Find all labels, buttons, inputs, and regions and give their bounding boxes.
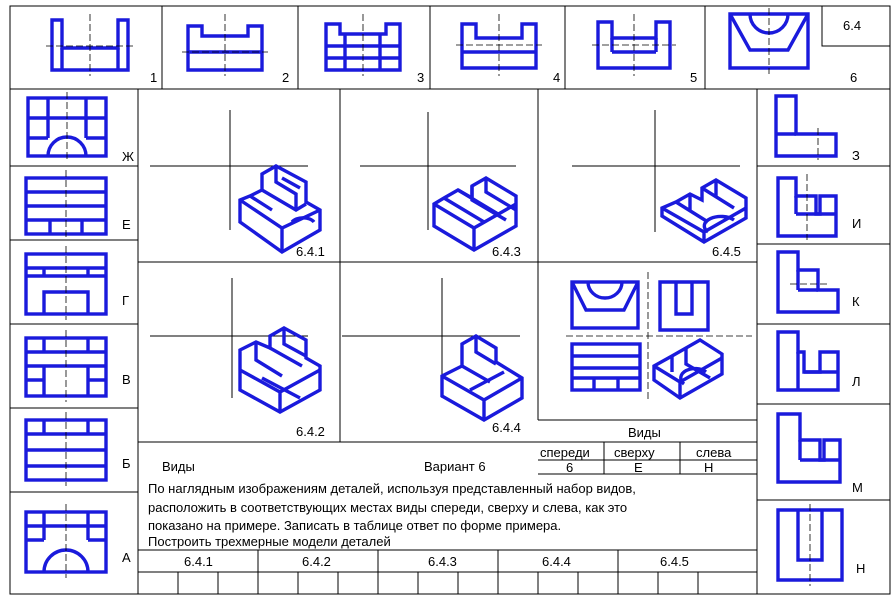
caption-variant: Вариант 6 <box>424 459 486 474</box>
view-m-label: М <box>852 480 863 495</box>
view-n-label: Н <box>856 561 865 576</box>
view-a-label: А <box>122 550 131 565</box>
view-3-label: 3 <box>417 70 424 85</box>
view-5-label: 5 <box>690 70 697 85</box>
view-g <box>24 246 108 320</box>
part-6-4-5 <box>660 178 748 244</box>
sheet-frame <box>9 5 891 595</box>
view-k <box>776 250 840 314</box>
example-views <box>566 272 752 402</box>
part-6-4-3 <box>432 176 518 252</box>
example-value-top: Е <box>634 460 643 475</box>
view-6-label: 6 <box>850 70 857 85</box>
view-n <box>776 504 844 586</box>
example-header-front: спереди <box>540 445 590 460</box>
view-l <box>776 330 840 392</box>
instruction-line-3: показано на примере. Записать в таблице … <box>148 518 561 533</box>
view-4 <box>456 14 542 76</box>
view-e <box>24 170 108 238</box>
view-4-label: 4 <box>553 70 560 85</box>
axes-641 <box>150 110 308 230</box>
part-label-641: 6.4.1 <box>296 244 325 259</box>
caption-views: Виды <box>162 459 195 474</box>
part-label-645: 6.4.5 <box>712 244 741 259</box>
view-z-label: З <box>852 148 860 163</box>
example-table <box>538 419 757 475</box>
view-b <box>24 412 108 486</box>
axes-645 <box>572 110 740 232</box>
view-5 <box>592 14 676 76</box>
sheet-number: 6.4 <box>843 18 861 33</box>
answer-header-642: 6.4.2 <box>302 554 331 569</box>
view-m <box>776 412 842 484</box>
view-2 <box>182 14 268 76</box>
view-v-label: В <box>122 372 131 387</box>
view-z <box>774 94 838 160</box>
example-header-top: сверху <box>614 445 655 460</box>
example-header-left: слева <box>696 445 732 460</box>
example-table-title: Виды <box>628 425 661 440</box>
view-i-label: И <box>852 216 861 231</box>
view-a <box>24 504 108 578</box>
axes-644 <box>342 278 520 398</box>
view-g-label: Г <box>122 293 129 308</box>
view-e-label: Е <box>122 217 131 232</box>
part-6-4-1 <box>238 164 322 255</box>
part-6-4-4 <box>440 334 524 422</box>
view-l-label: Л <box>852 374 861 389</box>
instruction-line-4: Построить трехмерные модели деталей <box>148 534 391 549</box>
view-6 <box>728 8 810 74</box>
instruction-line-1: По наглядным изображениям деталей, испол… <box>148 481 636 496</box>
view-v <box>24 330 108 402</box>
answer-header-644: 6.4.4 <box>542 554 571 569</box>
example-value-front: 6 <box>566 460 573 475</box>
instruction-line-2: расположить в соответствующих местах вид… <box>148 500 627 515</box>
view-1-label: 1 <box>150 70 157 85</box>
part-label-642: 6.4.2 <box>296 424 325 439</box>
view-b-label: Б <box>122 456 131 471</box>
view-zh <box>26 92 108 162</box>
answer-header-641: 6.4.1 <box>184 554 213 569</box>
part-label-643: 6.4.3 <box>492 244 521 259</box>
answer-header-645: 6.4.5 <box>660 554 689 569</box>
part-label-644: 6.4.4 <box>492 420 521 435</box>
axes-642 <box>150 278 308 398</box>
view-i <box>776 174 838 240</box>
view-zh-label: Ж <box>122 149 134 164</box>
view-1 <box>46 14 134 76</box>
part-6-4-2 <box>238 326 322 414</box>
view-k-label: К <box>852 294 860 309</box>
view-2-label: 2 <box>282 70 289 85</box>
sheet-number-box <box>821 5 891 47</box>
view-3 <box>324 14 402 76</box>
axes-643 <box>360 112 516 230</box>
answer-table <box>138 549 757 594</box>
answer-header-643: 6.4.3 <box>428 554 457 569</box>
example-value-left: Н <box>704 460 713 475</box>
